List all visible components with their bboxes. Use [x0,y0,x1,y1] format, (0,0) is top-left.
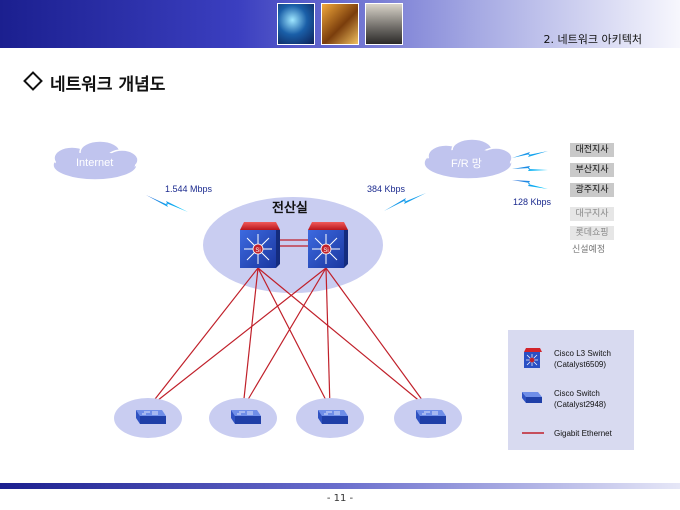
internet-cloud [52,140,139,181]
wan-link-internet [146,195,188,212]
branch-speed-label: 128 Kbps [513,197,552,207]
page-title: 네트워크 개념도 [23,70,166,95]
core-l3-switch-2: Si [308,222,348,268]
branch-gwangju: 광주지사 [570,183,614,197]
fiber-optic-photo [277,3,315,45]
branch-lotte: 롯데쇼핑 [570,226,614,240]
branch-link-1 [512,151,548,158]
legend-l3-switch-icon [524,348,542,368]
internet-speed-label: 1.544 Mbps [165,184,213,194]
core-l3-switch-1: Si [240,222,280,268]
svg-text:Si: Si [323,248,328,254]
branch-daejeon: 대전지사 [570,143,614,157]
branch-busan: 부산지사 [570,163,614,177]
business-people-photo [365,3,403,45]
frame-relay-label: F/R 망 [451,158,482,170]
internet-label: Internet [76,157,114,169]
footer-bar [0,483,680,489]
page-title-text: 네트워크 개념도 [50,75,166,95]
legend-gigabit-label: Gigabit Ethernet [554,429,612,438]
hq-label: 전산실 [272,201,308,216]
access-switch-4 [394,398,462,438]
legend-switch-icon [522,392,542,403]
access-switch-1 [114,398,182,438]
legend: Cisco L3 Switch (Catalyst6509) Cisco Swi… [508,330,634,450]
core-interlink [276,239,308,247]
stock-numbers-photo [321,3,359,45]
branch-link-2 [512,166,548,171]
wan-link-fr [384,193,426,211]
svg-text:Si: Si [255,248,260,254]
frame-relay-cloud [423,138,513,180]
branch-link-3 [512,180,548,189]
legend-l3-switch-label: Cisco L3 Switch (Catalyst6509) [554,349,611,369]
legend-switch-label: Cisco Switch (Catalyst2948) [554,389,607,409]
fr-speed-label: 384 Kbps [367,184,406,194]
access-switch-2 [209,398,277,438]
branch-daegu: 대구지사 [570,207,614,221]
access-switch-3 [296,398,364,438]
legend-icons [522,348,544,434]
planned-note: 신설예정 [572,245,606,255]
section-label: 2. 네트워크 아키텍처 [543,33,642,46]
header-bar: 2. 네트워크 아키텍처 [0,0,680,48]
hq-ellipse [203,197,383,293]
gigabit-links [147,267,429,409]
page-number: - 11 - [326,493,354,504]
